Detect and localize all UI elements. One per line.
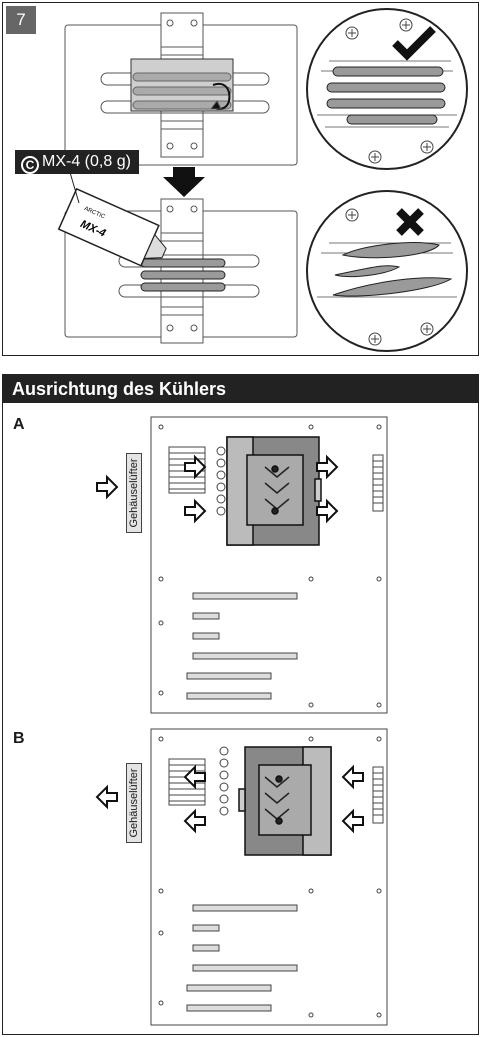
copyright-icon: C	[21, 156, 39, 174]
airflow-arrows-a	[96, 454, 339, 524]
arrow-left-icon	[95, 784, 118, 810]
orientation-b-letter: B	[13, 730, 25, 747]
correct-example-zoom	[306, 8, 468, 170]
cpu-base-bottom	[64, 198, 298, 344]
case-fan-b: Gehäuselüfter	[126, 763, 142, 843]
arrow-right-icon	[96, 474, 119, 500]
down-arrow-icon	[163, 167, 205, 197]
section-title: Ausrichtung des Kühlers	[3, 375, 478, 403]
arrow-left-icon	[341, 764, 364, 790]
paste-diagram: ARCTIC MX-4	[57, 8, 468, 352]
arrow-left-icon	[183, 764, 206, 790]
incorrect-example-zoom	[306, 190, 468, 352]
motherboard-b	[150, 728, 388, 1026]
cpu-base-top	[64, 12, 298, 166]
orientation-a-letter: A	[13, 416, 25, 433]
cross-icon	[396, 208, 424, 236]
arrow-right-icon	[184, 498, 207, 524]
arrow-right-icon	[184, 454, 207, 480]
arrow-right-icon	[316, 454, 339, 480]
case-fan-a: Gehäuselüfter	[126, 453, 142, 533]
cooler-b	[238, 746, 332, 856]
arrow-left-icon	[183, 808, 206, 834]
arrow-right-icon	[316, 498, 339, 524]
cooler-a	[226, 436, 322, 546]
case-fan-b-label: Gehäuselüfter	[128, 768, 140, 838]
orientation-diagrams	[95, 416, 388, 1026]
arrow-left-icon	[341, 808, 364, 834]
paste-application-panel: 7	[2, 2, 479, 356]
checkmark-icon	[392, 26, 436, 61]
step-number: 7	[6, 6, 36, 34]
airflow-arrows-b	[95, 764, 364, 834]
mx4-tube: ARCTIC MX-4	[57, 187, 167, 267]
orientation-panel: Ausrichtung des Kühlers A Gehäuselüfter	[2, 374, 479, 1035]
paste-amount: MX-4 (0,8 g)	[42, 153, 131, 170]
